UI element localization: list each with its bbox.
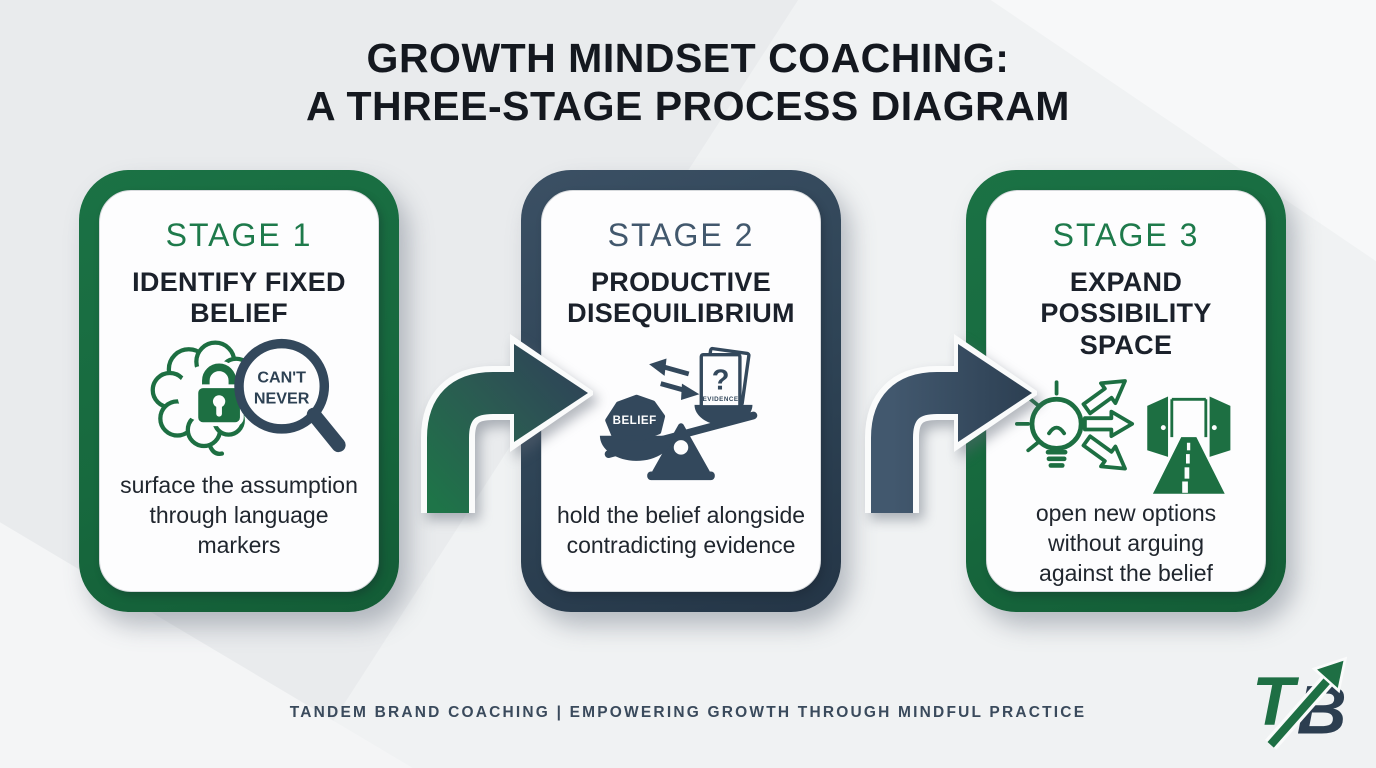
scale-right-pan-symbol: ? (712, 365, 730, 397)
unbalanced-scale-icon: BELIEF ? EVIDENCE (579, 330, 783, 502)
page-title-line-1: GROWTH MINDSET COACHING: (366, 35, 1010, 81)
page-title: GROWTH MINDSET COACHING: A THREE-STAGE P… (0, 34, 1376, 131)
stage-1-title: IDENTIFY FIXED BELIEF (132, 267, 346, 329)
stage-1-card-inner: STAGE 1 IDENTIFY FIXED BELIEF (99, 190, 379, 592)
stage-3-label: STAGE 3 (1052, 217, 1200, 253)
scale-left-pan-label: BELIEF (613, 416, 657, 428)
arrow-stage1-to-stage2-icon (421, 334, 593, 513)
tandem-brand-logo-icon: T B (1252, 656, 1348, 750)
brain-lock-magnifier-icon: CAN'T NEVER (130, 330, 348, 472)
stage-3-title: EXPAND POSSIBILITY SPACE (1040, 267, 1212, 360)
stage-2-label: STAGE 2 (607, 217, 755, 253)
arrow-stage2-to-stage3-icon (865, 334, 1037, 513)
stage-1-card: STAGE 1 IDENTIFY FIXED BELIEF (79, 170, 399, 612)
lightbulb-doors-road-icon (1015, 361, 1237, 499)
stage-2-description: hold the belief alongside contradicting … (556, 502, 806, 559)
stage-1-description: surface the assumption through language … (120, 472, 358, 559)
stage-3-card: STAGE 3 EXPAND POSSIBILITY SPACE (966, 170, 1286, 612)
page-title-line-2: A THREE-STAGE PROCESS DIAGRAM (306, 83, 1070, 130)
magnifier-text-line-2: NEVER (254, 390, 310, 408)
magnifier-text-line-1: CAN'T (257, 369, 306, 387)
stage-3-description: open new options without arguing against… (1035, 499, 1217, 586)
stage-2-title: PRODUCTIVE DISEQUILIBRIUM (567, 267, 795, 329)
stage-1-label: STAGE 1 (165, 217, 313, 253)
scale-right-pan-label: EVIDENCE (703, 396, 739, 403)
footer-tagline: TANDEM BRAND COACHING | EMPOWERING GROWT… (289, 704, 1087, 721)
